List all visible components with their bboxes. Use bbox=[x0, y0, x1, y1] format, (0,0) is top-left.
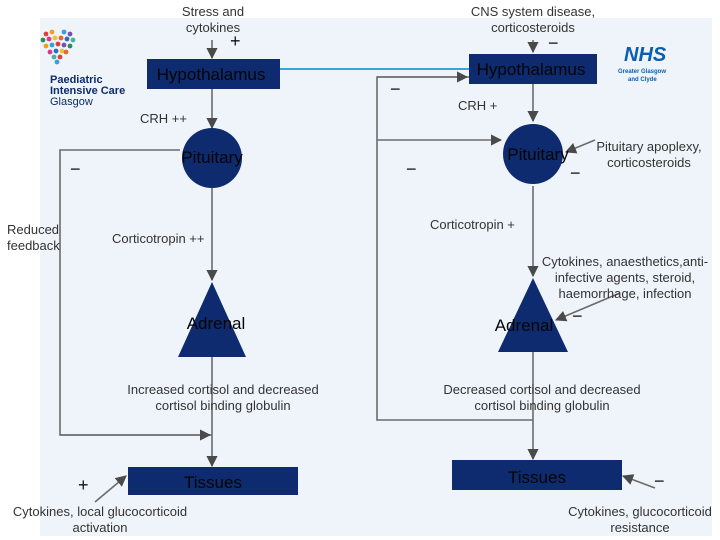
arrow-left-tissues-input bbox=[94, 475, 127, 503]
right-corticotropin-label: Corticotropin + bbox=[430, 217, 515, 232]
left-feedback-sign: − bbox=[70, 159, 81, 179]
right-crh-label: CRH + bbox=[458, 98, 498, 113]
right-tissues-box bbox=[452, 460, 622, 490]
right-tissues-sign: − bbox=[654, 471, 665, 491]
left-adrenal-label: Adrenal bbox=[186, 314, 246, 333]
right-input-sign: − bbox=[548, 33, 559, 53]
right-pituitary-circle bbox=[503, 124, 563, 184]
left-adrenal-triangle bbox=[178, 282, 246, 357]
paediatric-intensive-care-logo: Paediatric Intensive Care Glasgow bbox=[30, 28, 140, 110]
right-input-label: CNS system disease, corticosteroids bbox=[470, 4, 596, 35]
right-pituitary-left-sign: − bbox=[406, 159, 417, 179]
left-pituitary-circle bbox=[182, 128, 242, 188]
left-hypothalamus-box bbox=[147, 59, 280, 89]
left-feedback-label: Reduced feedback bbox=[7, 222, 60, 253]
logo-left-line2: Intensive Care bbox=[50, 85, 126, 97]
nhs-logo: NHS Greater Glasgow and Clyde bbox=[618, 44, 678, 88]
right-hypothalamus-label: Hypothalamus bbox=[476, 60, 586, 79]
right-pituitary-input-sign: − bbox=[570, 163, 581, 183]
right-adrenal-label: Adrenal bbox=[494, 316, 554, 335]
left-tissues-label: Tissues bbox=[184, 473, 242, 492]
right-tissues-label: Tissues bbox=[508, 468, 566, 487]
left-hypothalamus-label: Hypothalamus bbox=[156, 65, 266, 84]
right-tissues-input-label: Cytokines, glucocorticoid resistance bbox=[568, 504, 712, 535]
arrow-right-tissues-input bbox=[621, 474, 656, 489]
nhs-logo-line3: and Clyde bbox=[628, 77, 657, 83]
arrow-right-pituitary-input bbox=[564, 139, 596, 154]
right-adrenal-input-label: Cytokines, anaesthetics,anti- infective … bbox=[541, 254, 709, 301]
left-input-sign: + bbox=[230, 31, 241, 51]
left-tissues-input-label: Cytokines, local glucocorticoid activati… bbox=[12, 504, 188, 535]
right-adrenal-input-sign: − bbox=[572, 306, 583, 326]
right-hypothalamus-box bbox=[469, 54, 597, 84]
logo-left-line1: Paediatric bbox=[50, 74, 103, 86]
right-feedback-loop bbox=[376, 76, 533, 421]
heart-dots-icon bbox=[40, 29, 76, 65]
left-tissues-box bbox=[128, 467, 298, 495]
nhs-logo-line2: Greater Glasgow bbox=[618, 69, 667, 75]
logo-left-line3: Glasgow bbox=[50, 96, 93, 108]
right-hypothalamus-side-sign: − bbox=[390, 79, 401, 99]
right-pituitary-label: Pituitary bbox=[507, 145, 569, 164]
arrow-right-adrenal-input bbox=[554, 292, 621, 322]
left-corticotropin-label: Corticotropin ++ bbox=[112, 231, 205, 246]
left-crh-label: CRH ++ bbox=[140, 111, 187, 126]
right-cortisol-label: Decreased cortisol and decreased cortiso… bbox=[443, 382, 641, 413]
left-tissues-sign: + bbox=[78, 475, 89, 495]
right-adrenal-triangle bbox=[498, 278, 568, 352]
left-input-label: Stress and cytokines bbox=[181, 4, 245, 35]
background-panel bbox=[40, 18, 712, 536]
right-pituitary-input-label: Pituitary apoplexy, corticosteroids bbox=[596, 139, 702, 170]
left-cortisol-label: Increased cortisol and decreased cortiso… bbox=[127, 382, 319, 413]
left-pituitary-label: Pituitary bbox=[181, 148, 243, 167]
nhs-logo-mark: NHS bbox=[624, 44, 667, 66]
